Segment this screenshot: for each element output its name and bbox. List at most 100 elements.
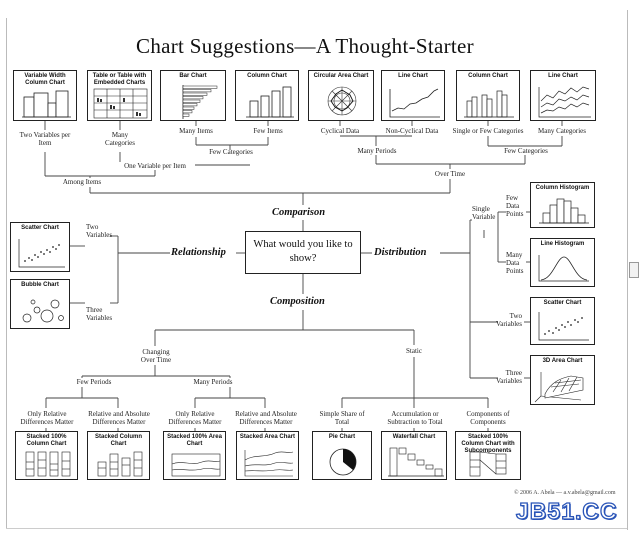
column-chart-box-1: Column Chart [235, 70, 299, 121]
box-title: Table or Table with Embedded Charts [92, 73, 147, 86]
label-many-periods-top: Many Periods [355, 147, 399, 155]
stacked-area-chart-box: Stacked Area Chart [236, 431, 299, 480]
label-two-variables-distribution: Two Variables [495, 312, 522, 328]
line-histogram-icon [538, 255, 589, 282]
category-distribution: Distribution [374, 247, 427, 258]
category-composition: Composition [270, 296, 325, 307]
table-embedded-charts-box: Table or Table with Embedded Charts [87, 70, 152, 121]
radar-chart-icon [327, 86, 357, 116]
box-title: Stacked 100% Column Chart [26, 434, 67, 447]
box-title: Line Chart [398, 73, 428, 79]
box-title: Column Chart [468, 73, 508, 79]
3d-area-chart-icon [534, 372, 584, 403]
category-comparison: Comparison [272, 207, 326, 218]
scatter-chart-box-distribution: Scatter Chart [530, 297, 595, 345]
column-chart-icon [246, 86, 294, 118]
page-title: Chart Suggestions—A Thought-Starter [136, 34, 474, 58]
box-title: Line Histogram [540, 241, 585, 247]
line-chart-box-1: Line Chart [381, 70, 445, 121]
window-border-bottom [6, 528, 627, 529]
label-only-relative-1: Only Relative Differences Matter [20, 410, 74, 426]
stacked-subcomponents-icon [469, 451, 507, 477]
label-many-categories-right: Many Categories [537, 127, 586, 135]
box-title: Column Chart [247, 73, 287, 79]
stacked-area-icon [244, 450, 294, 477]
stacked-100-area-chart-box: Stacked 100% Area Chart [163, 431, 226, 480]
label-many-periods: Many Periods [188, 378, 238, 386]
central-question-box: What would you like to show? [245, 231, 361, 274]
variable-width-column-chart-box: Variable Width Column Chart [13, 70, 77, 121]
box-title: Stacked Area Chart [239, 434, 296, 440]
label-cyclical-data: Cyclical Data [320, 127, 360, 135]
label-few-categories-right: Few Categories [504, 147, 548, 155]
stacked-column-chart-box: Stacked Column Chart [87, 431, 150, 480]
label-relative-absolute-1: Relative and Absolute Differences Matter [88, 410, 150, 426]
circular-area-chart-box: Circular Area Chart [308, 70, 374, 121]
scatter-chart-icon [18, 239, 65, 268]
waterfall-chart-box: Waterfall Chart [381, 431, 447, 480]
pie-chart-icon [329, 448, 357, 476]
label-changing-over-time: Changing Over Time [136, 348, 176, 364]
label-among-items: Among Items [62, 178, 102, 186]
label-few-periods: Few Periods [72, 378, 116, 386]
window-border-left [6, 18, 7, 528]
label-accumulation: Accumulation or Subtraction to Total [387, 410, 443, 426]
bubble-chart-icon [22, 299, 64, 323]
label-relative-absolute-2: Relative and Absolute Differences Matter [235, 410, 297, 426]
3d-area-chart-box: 3D Area Chart [530, 355, 595, 405]
box-title: Circular Area Chart [313, 73, 369, 79]
box-title: Column Histogram [535, 185, 590, 191]
box-title: Pie Chart [328, 434, 356, 440]
stacked-100-column-chart-box: Stacked 100% Column Chart [15, 431, 78, 480]
bubble-chart-box: Bubble Chart [10, 279, 70, 329]
label-static: Static [398, 347, 430, 355]
label-only-relative-2: Only Relative Differences Matter [168, 410, 222, 426]
line-histogram-box: Line Histogram [530, 238, 595, 287]
box-title: Stacked Column Chart [94, 434, 142, 447]
label-few-categories: Few Categories [209, 148, 253, 156]
label-simple-share: Simple Share of Total [319, 410, 365, 426]
scrollbar-thumb[interactable] [629, 262, 639, 278]
multi-line-chart-icon [538, 86, 591, 118]
label-over-time: Over Time [430, 170, 470, 178]
column-histogram-icon [539, 198, 589, 224]
stacked-column-icon [97, 451, 143, 477]
box-title: 3D Area Chart [542, 358, 583, 364]
label-non-cyclical-data: Non-Cyclical Data [385, 127, 439, 135]
table-icon [93, 88, 148, 119]
label-two-variables: Two Variables per Item [19, 131, 71, 147]
line-chart-icon [389, 88, 440, 118]
copyright-footer: © 2006 A. Abela — a.v.abela@gmail.com [514, 490, 616, 496]
scatter-chart-icon [538, 312, 589, 341]
window-border-right [627, 10, 628, 530]
bar-chart-box: Bar Chart [160, 70, 226, 121]
box-title: Line Chart [548, 73, 578, 79]
label-few-data-points: Few Data Points [506, 194, 524, 218]
pie-chart-box: Pie Chart [312, 431, 372, 480]
box-title: Bar Chart [179, 73, 207, 79]
category-relationship: Relationship [171, 247, 226, 258]
line-chart-box-2: Line Chart [530, 70, 596, 121]
stacked-100-column-subcomponents-box: Stacked 100% Column Chart with Subcompon… [455, 431, 521, 480]
label-two-variables-relationship: Two Variables [86, 223, 113, 239]
stacked-100-area-icon [171, 453, 221, 477]
label-components: Components of Components [466, 410, 510, 426]
scatter-chart-box-relationship: Scatter Chart [10, 222, 70, 272]
label-many-categories-left: Many Categories [105, 131, 135, 147]
grouped-column-icon [464, 90, 514, 118]
label-few-items: Few Items [253, 127, 283, 135]
box-title: Waterfall Chart [392, 434, 436, 440]
stacked-100-column-icon [25, 451, 71, 477]
watermark-logo: JB51.CC [515, 497, 618, 524]
box-title: Bubble Chart [21, 282, 59, 288]
waterfall-chart-icon [388, 447, 444, 477]
bar-chart-icon [182, 85, 218, 119]
column-histogram-box: Column Histogram [530, 182, 595, 228]
label-three-variables-relationship: Three Variables [86, 306, 113, 322]
label-many-items: Many Items [179, 127, 213, 135]
column-chart-box-2: Column Chart [456, 70, 520, 121]
variable-width-column-icon [22, 90, 71, 118]
label-single-variable: Single Variable [472, 205, 496, 221]
